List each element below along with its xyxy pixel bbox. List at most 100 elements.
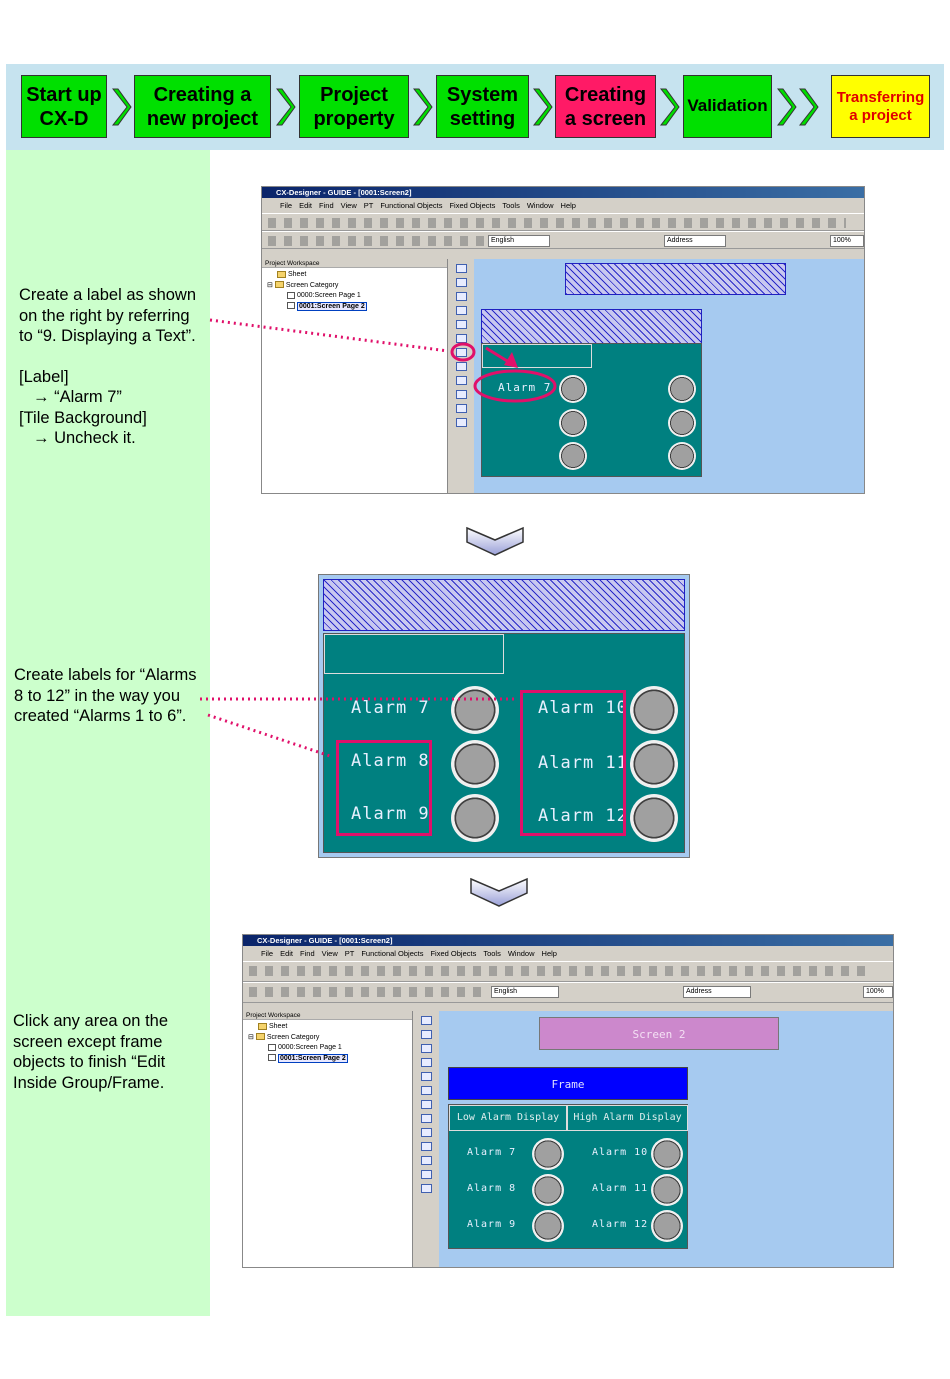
- tree-item-screen-page-2[interactable]: 0001:Screen Page 2: [267, 301, 447, 313]
- menu-help[interactable]: Help: [541, 949, 557, 958]
- tree-item-sheet[interactable]: Sheet: [248, 1022, 412, 1033]
- palette-tool-icon[interactable]: [456, 306, 467, 315]
- menu-fixed-objects[interactable]: Fixed Objects: [430, 949, 477, 958]
- language-select[interactable]: English: [491, 986, 559, 998]
- menu-window[interactable]: Window: [526, 201, 554, 210]
- tree-item-sheet[interactable]: Sheet: [267, 270, 447, 281]
- label-tool-icon[interactable]: [421, 1086, 432, 1095]
- toolbar-icons[interactable]: [249, 966, 873, 976]
- menu-window[interactable]: Window: [507, 949, 535, 958]
- lamp-icon[interactable]: [451, 686, 499, 734]
- tree-item-screen-category[interactable]: ⊟ Screen Category: [267, 281, 339, 289]
- tab-low-alarm-display[interactable]: Low Alarm Display: [449, 1105, 567, 1131]
- lamp-icon[interactable]: [559, 375, 587, 403]
- lamp-icon[interactable]: [651, 1174, 683, 1206]
- language-select[interactable]: English: [488, 235, 550, 247]
- palette-tool-icon[interactable]: [421, 1100, 432, 1109]
- lamp-icon[interactable]: [668, 442, 696, 470]
- hatched-rectangle[interactable]: [565, 263, 786, 295]
- alarm-label[interactable]: Alarm 10: [538, 698, 628, 718]
- menu-edit[interactable]: Edit: [299, 201, 313, 210]
- label-tool-icon[interactable]: [456, 334, 467, 343]
- palette-tool-icon[interactable]: [456, 292, 467, 301]
- menu-functional-objects[interactable]: Functional Objects: [380, 201, 443, 210]
- lamp-icon[interactable]: [630, 794, 678, 842]
- toolbar-icons[interactable]: [249, 987, 483, 997]
- menu-pt[interactable]: PT: [363, 201, 374, 210]
- frame-panel[interactable]: Alarm 7 Alarm 8 Alarm 9 Alarm 10 Alarm 1…: [323, 633, 685, 853]
- palette-tool-icon[interactable]: [456, 418, 467, 427]
- palette-tool-icon[interactable]: [421, 1030, 432, 1039]
- lamp-icon[interactable]: [451, 740, 499, 788]
- lamp-icon[interactable]: [668, 375, 696, 403]
- palette-tool-icon[interactable]: [456, 320, 467, 329]
- palette-tool-icon[interactable]: [421, 1128, 432, 1137]
- frame-panel[interactable]: Low Alarm Display High Alarm Display Ala…: [448, 1104, 688, 1249]
- lamp-icon[interactable]: [651, 1138, 683, 1170]
- lamp-icon[interactable]: [630, 686, 678, 734]
- zoom-select[interactable]: 100%: [830, 235, 864, 247]
- palette-tool-icon[interactable]: [421, 1072, 432, 1081]
- frame-title-bar[interactable]: Frame: [448, 1067, 688, 1100]
- menu-find[interactable]: Find: [319, 201, 334, 210]
- palette-tool-icon[interactable]: [456, 348, 467, 357]
- frame-panel[interactable]: Alarm 7: [481, 343, 702, 477]
- alarm-label[interactable]: Alarm 12: [538, 806, 628, 826]
- tree-item-screen-page-1[interactable]: 0000:Screen Page 1: [248, 1043, 412, 1054]
- screen-title-label[interactable]: Screen 2: [539, 1017, 779, 1050]
- menu-tools[interactable]: Tools: [483, 949, 501, 958]
- alarm-label[interactable]: Alarm 8: [351, 751, 430, 771]
- lamp-icon[interactable]: [651, 1210, 683, 1242]
- menu-file[interactable]: File: [261, 949, 274, 958]
- palette-tool-icon[interactable]: [421, 1142, 432, 1151]
- menu-view[interactable]: View: [340, 201, 357, 210]
- lamp-icon[interactable]: [559, 409, 587, 437]
- palette-tool-icon[interactable]: [456, 390, 467, 399]
- menu-fixed-objects[interactable]: Fixed Objects: [449, 201, 496, 210]
- menu-find[interactable]: Find: [300, 949, 315, 958]
- palette-tool-icon[interactable]: [421, 1044, 432, 1053]
- menu-file[interactable]: File: [280, 201, 293, 210]
- lamp-icon[interactable]: [532, 1138, 564, 1170]
- alarm-label[interactable]: Alarm 8: [467, 1183, 517, 1194]
- alarm-label[interactable]: Alarm 9: [351, 804, 430, 824]
- alarm-label[interactable]: Alarm 12: [592, 1219, 649, 1230]
- palette-tool-icon[interactable]: [421, 1058, 432, 1067]
- step-validation[interactable]: Validation: [683, 75, 772, 138]
- screen-canvas[interactable]: Screen 2 Frame Low Alarm Display High Al…: [439, 1011, 893, 1267]
- lamp-icon[interactable]: [559, 442, 587, 470]
- tree-item-screen-category[interactable]: ⊟ Screen Category: [248, 1033, 320, 1041]
- menu-edit[interactable]: Edit: [280, 949, 294, 958]
- palette-tool-icon[interactable]: [421, 1184, 432, 1193]
- toolbar-icons[interactable]: [268, 236, 485, 246]
- menu-pt[interactable]: PT: [344, 949, 355, 958]
- alarm-label[interactable]: Alarm 10: [592, 1147, 649, 1158]
- tree-item-screen-page-2[interactable]: 0001:Screen Page 2: [248, 1053, 412, 1065]
- address-select[interactable]: Address: [664, 235, 726, 247]
- alarm-label[interactable]: Alarm 9: [467, 1219, 517, 1230]
- menu-view[interactable]: View: [321, 949, 338, 958]
- tree-item-screen-page-1[interactable]: 0000:Screen Page 1: [267, 291, 447, 302]
- alarm-label[interactable]: Alarm 7: [351, 698, 430, 718]
- palette-tool-icon[interactable]: [456, 362, 467, 371]
- palette-tool-icon[interactable]: [421, 1170, 432, 1179]
- lamp-icon[interactable]: [532, 1174, 564, 1206]
- zoomed-canvas[interactable]: Alarm 7 Alarm 8 Alarm 9 Alarm 10 Alarm 1…: [318, 574, 690, 858]
- lamp-icon[interactable]: [630, 740, 678, 788]
- toolbar-icons[interactable]: [268, 218, 846, 228]
- lamp-icon[interactable]: [532, 1210, 564, 1242]
- alarm-label[interactable]: Alarm 11: [592, 1183, 649, 1194]
- palette-tool-icon[interactable]: [456, 278, 467, 287]
- lamp-icon[interactable]: [668, 409, 696, 437]
- palette-tool-icon[interactable]: [421, 1156, 432, 1165]
- tab-high-alarm-display[interactable]: High Alarm Display: [567, 1105, 688, 1131]
- menu-help[interactable]: Help: [560, 201, 576, 210]
- palette-tool-icon[interactable]: [456, 376, 467, 385]
- address-select[interactable]: Address: [683, 986, 751, 998]
- palette-tool-icon[interactable]: [421, 1114, 432, 1123]
